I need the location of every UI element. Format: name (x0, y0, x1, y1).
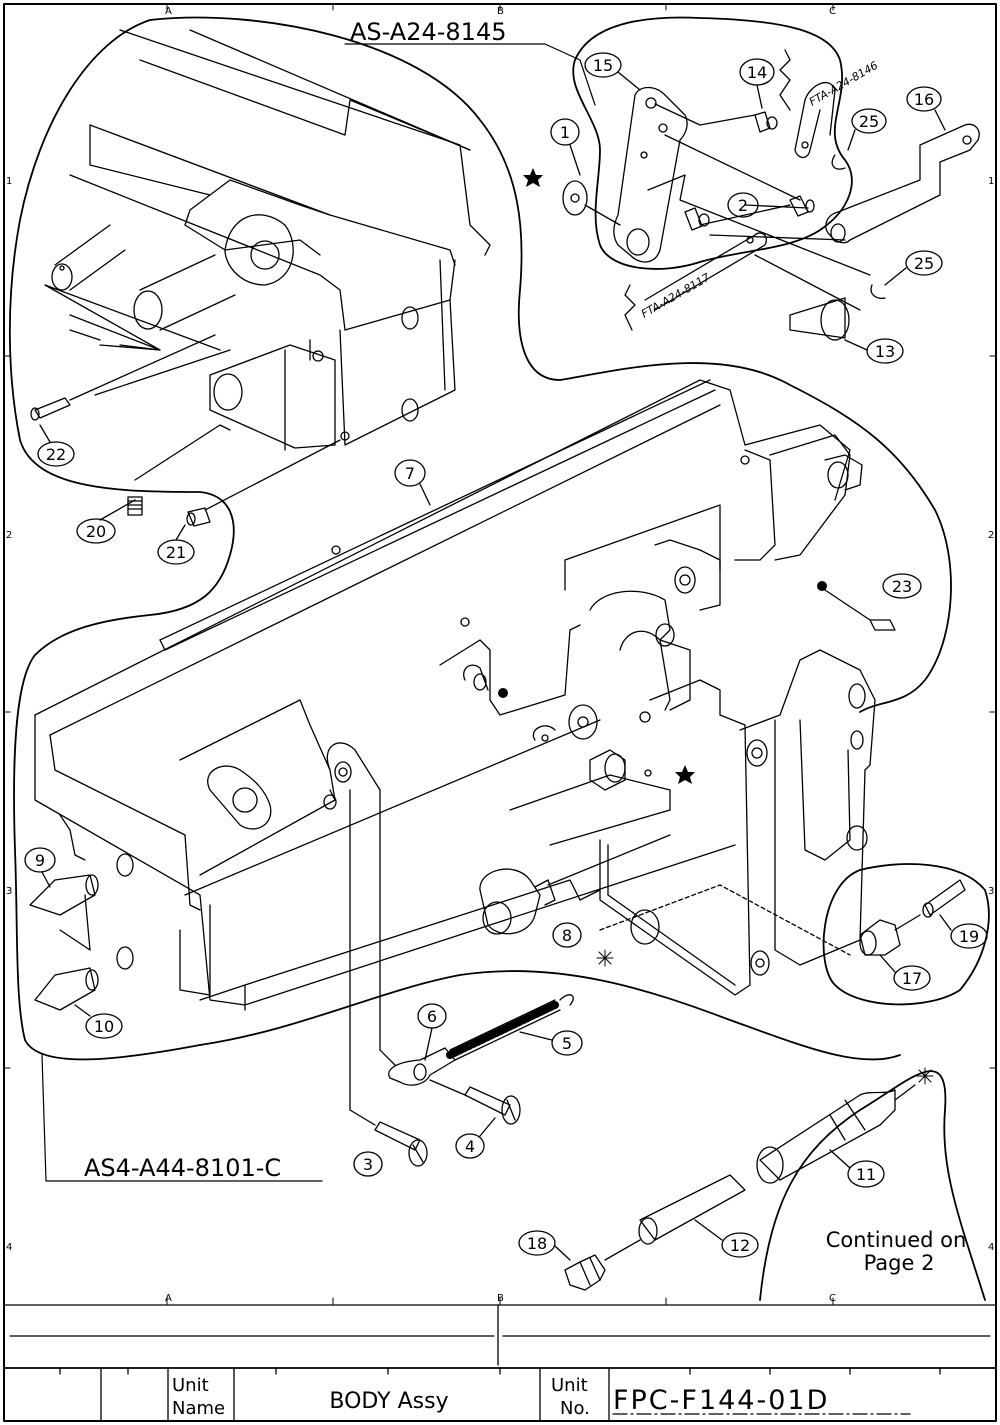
callout-16: 16 (914, 90, 934, 109)
top-right-boundary (573, 17, 852, 268)
callout-23: 23 (892, 577, 912, 596)
callout-12: 12 (730, 1236, 750, 1255)
grid-row-4-left: 4 (6, 1242, 12, 1253)
grid-row-2-left: 2 (6, 530, 12, 541)
continued-line-1: Continued on (826, 1228, 967, 1252)
assembly-label-top-leader (345, 44, 595, 105)
callout-2: 2 (738, 196, 748, 215)
unit-no-value: FPC-F144-01D (613, 1385, 829, 1416)
callout-6: 6 (427, 1007, 437, 1026)
callout-15: 15 (593, 56, 613, 75)
callout-25-lower: 25 (914, 254, 934, 273)
callout-20: 20 (86, 522, 106, 541)
grid-row-4-right: 4 (988, 1242, 994, 1253)
callout-4: 4 (465, 1137, 475, 1156)
callout-11: 11 (856, 1165, 876, 1184)
asterisk-icon (597, 950, 933, 1084)
main-body (35, 380, 875, 1010)
callout-18: 18 (527, 1234, 547, 1253)
grid-col-c-top: C (829, 6, 836, 17)
grid-row-3-right: 3 (988, 886, 994, 897)
grid-col-b-top: B (497, 6, 504, 17)
fta-label-upper: FTA-A24-8146 (807, 59, 880, 109)
callout-8: 8 (562, 926, 572, 945)
callout-1: 1 (560, 123, 570, 142)
fta-label-lower: FTA-A24-8117 (639, 271, 712, 321)
grid-col-a-top: A (165, 6, 172, 17)
callout-3: 3 (363, 1155, 373, 1174)
small-parts (30, 335, 965, 1290)
grid-col-c-bottom: C (829, 1293, 836, 1304)
grid-row-2-right: 2 (988, 530, 994, 541)
assembly-label-top: AS-A24-8145 (350, 18, 506, 46)
unit-name-value: BODY Assy (329, 1389, 448, 1414)
unit-no-label-1: Unit (551, 1375, 588, 1396)
continued-line-2: Page 2 (864, 1251, 935, 1275)
assembly-label-left: AS4-A44-8101-C (84, 1154, 281, 1182)
callout-25-upper: 25 (859, 112, 879, 131)
upper-body-block (45, 30, 490, 450)
callout-14: 14 (747, 63, 767, 82)
callout-19: 19 (959, 927, 979, 946)
callout-7: 7 (405, 464, 415, 483)
sheet-border (4, 4, 996, 1421)
unit-no-label-2: No. (560, 1398, 590, 1419)
grid-row-1-right: 1 (988, 176, 994, 187)
callout-labels: 1 2 3 4 5 6 7 8 9 10 11 12 13 14 15 16 1… (35, 56, 979, 1255)
callout-21: 21 (166, 543, 186, 562)
callout-17: 17 (902, 969, 922, 988)
grid-col-b-bottom: B (497, 1293, 504, 1304)
unit-name-label-1: Unit (172, 1375, 209, 1396)
callout-5: 5 (562, 1034, 572, 1053)
title-block (4, 1305, 996, 1421)
callout-22: 22 (46, 445, 66, 464)
callout-bubbles (25, 53, 987, 1260)
callout-13: 13 (875, 342, 895, 361)
grid-row-3-left: 3 (6, 886, 12, 897)
grid-col-a-bottom: A (165, 1293, 172, 1304)
grid-row-1-left: 1 (6, 176, 12, 187)
unit-name-label-2: Name (172, 1398, 225, 1419)
callout-9: 9 (35, 851, 45, 870)
callout-10: 10 (94, 1017, 114, 1036)
